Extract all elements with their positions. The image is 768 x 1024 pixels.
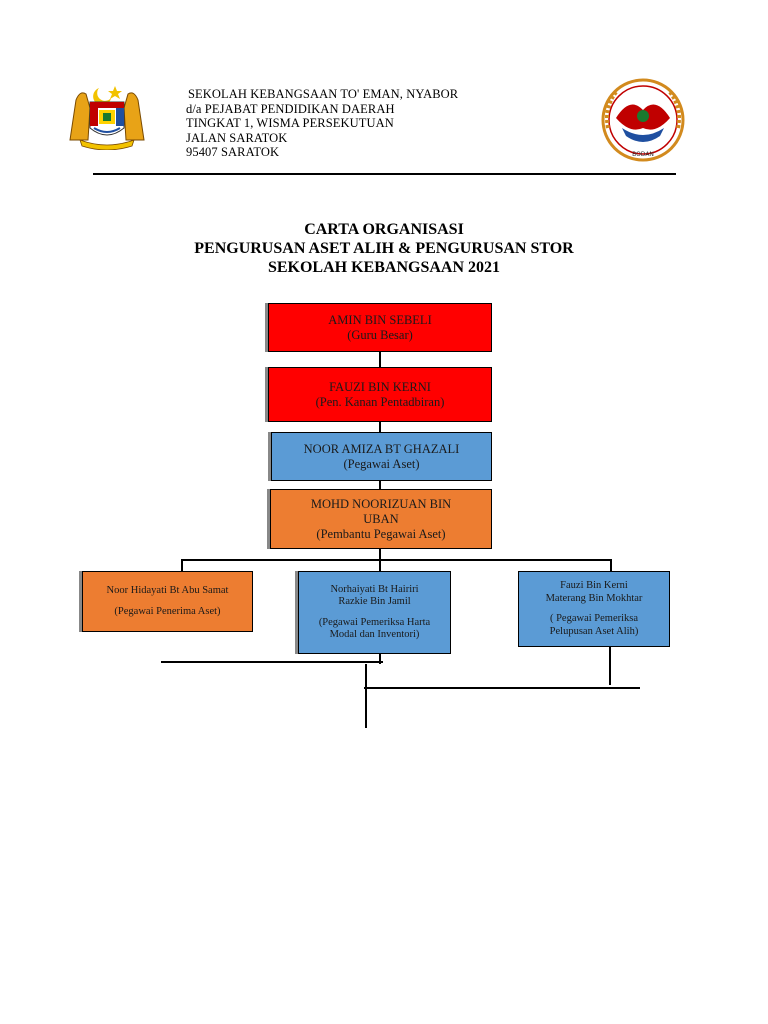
node-guru-besar: AMIN BIN SEBELI (Guru Besar) bbox=[268, 303, 492, 352]
node-pembantu-name-1: MOHD NOORIZUAN BIN bbox=[310, 496, 452, 511]
branch-drop-middle bbox=[379, 559, 381, 572]
node-pen-kanan: FAUZI BIN KERNI (Pen. Kanan Pentadbiran) bbox=[268, 367, 492, 422]
title-line-2: PENGURUSAN ASET ALIH & PENGURUSAN STOR bbox=[194, 240, 574, 257]
node-pegawai-aset-name: NOOR AMIZA BT GHAZALI bbox=[303, 441, 460, 456]
school-name: SEKOLAH KEBANGSAAN TO' EMAN, NYABOR bbox=[188, 87, 459, 101]
node-penerima-role: (Pegawai Penerima Aset) bbox=[114, 605, 221, 617]
node-pen-kanan-role: (Pen. Kanan Pentadbiran) bbox=[315, 394, 445, 409]
address-line-3: JALAN SARATOK bbox=[186, 131, 288, 145]
address-line-2: TINGKAT 1, WISMA PERSEKUTUAN bbox=[186, 116, 394, 130]
node-pelupusan-name-1: Fauzi Bin Kerni bbox=[560, 580, 628, 591]
bottom-line-right bbox=[364, 687, 640, 689]
node-pelupusan-name-2: Materang Bin Mokhtar bbox=[545, 592, 643, 604]
node-penerima-name: Noor Hidayati Bt Abu Samat bbox=[106, 585, 229, 596]
node-pemeriksa-name-2: Razkie Bin Jamil bbox=[338, 596, 411, 607]
node-pelupusan: Fauzi Bin Kerni Materang Bin Mokhtar ( P… bbox=[518, 571, 670, 647]
school-logo-bottom-text: BODAN bbox=[632, 151, 654, 158]
connector-3 bbox=[379, 480, 381, 490]
school-logo: BODAN bbox=[601, 78, 685, 162]
node-pembantu-name-2: UBAN bbox=[363, 511, 399, 526]
node-pembantu: MOHD NOORIZUAN BIN UBAN (Pembantu Pegawa… bbox=[270, 489, 492, 549]
bottom-drop-right bbox=[609, 647, 611, 685]
title-line-1: CARTA ORGANISASI bbox=[304, 221, 464, 238]
node-pemeriksa-harta: Norhaiyati Bt Hairiri Razkie Bin Jamil (… bbox=[298, 571, 451, 654]
node-penerima: Noor Hidayati Bt Abu Samat (Pegawai Pene… bbox=[82, 571, 253, 632]
node-guru-besar-name: AMIN BIN SEBELI bbox=[328, 312, 432, 327]
node-pembantu-role: (Pembantu Pegawai Aset) bbox=[316, 526, 446, 541]
coat-of-arms-logo bbox=[69, 86, 145, 150]
header-divider bbox=[93, 173, 676, 175]
bottom-trunk bbox=[365, 664, 367, 728]
node-pelupusan-role-2: Pelupusan Aset Alih) bbox=[549, 625, 639, 637]
node-pemeriksa-name-1: Norhaiyati Bt Hairiri bbox=[330, 583, 419, 595]
node-pemeriksa-role-2: Modal dan Inventori) bbox=[329, 629, 420, 640]
node-pen-kanan-name: FAUZI BIN KERNI bbox=[329, 379, 431, 394]
address-line-1: d/a PEJABAT PENDIDIKAN DAERAH bbox=[186, 102, 395, 116]
bottom-drop-middle-top bbox=[379, 654, 381, 664]
address-line-4: 95407 SARATOK bbox=[186, 145, 280, 159]
node-guru-besar-role: (Guru Besar) bbox=[347, 327, 413, 342]
branch-line bbox=[181, 559, 612, 561]
node-pegawai-aset-role: (Pegawai Aset) bbox=[343, 456, 420, 471]
connector-1 bbox=[379, 351, 381, 368]
bottom-line-left bbox=[161, 661, 383, 663]
node-pelupusan-role-1: ( Pegawai Pemeriksa bbox=[549, 613, 639, 624]
branch-drop-right bbox=[610, 559, 612, 572]
title-line-3: SEKOLAH KEBANGSAAN 2021 bbox=[267, 259, 501, 276]
node-pemeriksa-role-1: (Pegawai Pemeriksa Harta bbox=[318, 616, 431, 628]
connector-4 bbox=[379, 548, 381, 560]
connector-2 bbox=[379, 421, 381, 433]
node-pegawai-aset: NOOR AMIZA BT GHAZALI (Pegawai Aset) bbox=[271, 432, 492, 481]
branch-drop-left bbox=[181, 559, 183, 572]
